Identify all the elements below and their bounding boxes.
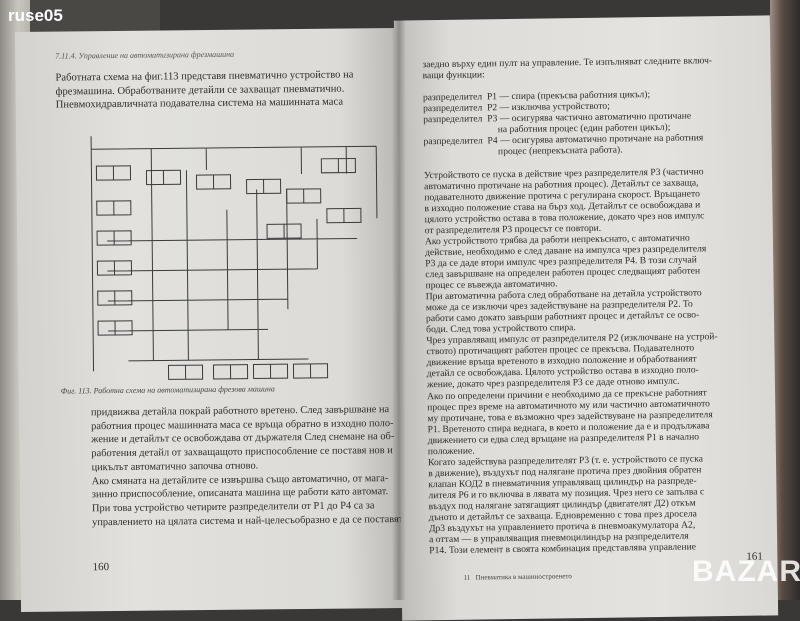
text-line: процес (непрекъсната работа). (424, 144, 623, 160)
section-header: 7.11.4. Управление на автоматизирана фре… (55, 48, 234, 63)
page-footer: 11 Пневматика в машиностроенето (464, 570, 572, 585)
page-number: 160 (93, 561, 110, 574)
right-page: заедно върху един пулт на управление. Те… (394, 15, 778, 620)
text-line: работения детайл от захващащото приспосо… (91, 444, 393, 460)
user-watermark: ruse05 (8, 6, 63, 26)
book-gutter (392, 20, 406, 600)
left-page: 7.11.4. Управление на автоматизирана фре… (15, 28, 403, 612)
text-line: цикълът автоматично започва отново. (91, 459, 258, 474)
text-line: P14. Този елемент в своята комбинация пр… (429, 541, 696, 558)
text-line: управлението на цялата система и най-цел… (92, 513, 403, 530)
site-watermark-logo: BAZAR (692, 555, 800, 589)
figure-caption: Фиг. 113. Работна схема на автоматизиран… (61, 382, 275, 398)
pneumatic-schematic-diagram (86, 128, 389, 406)
text-line: Пневмохидравличната подавателна система … (56, 96, 343, 112)
right-body-text: заедно върху един пулт на управление. Те… (394, 15, 770, 20)
text-line: ващи функции: (423, 68, 485, 82)
